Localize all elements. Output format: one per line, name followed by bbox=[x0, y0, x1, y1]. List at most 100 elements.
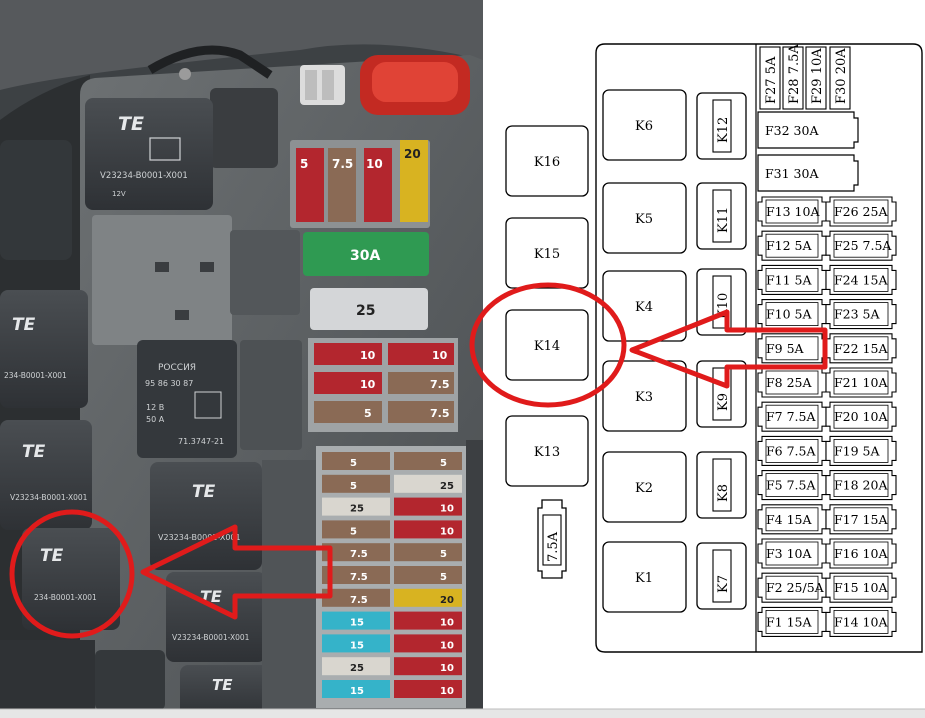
svg-text:15: 15 bbox=[350, 640, 364, 651]
photo-fuse: 25 bbox=[322, 657, 390, 676]
svg-text:V23234-B0001-X001: V23234-B0001-X001 bbox=[10, 493, 88, 502]
svg-text:V23234-B0001-X001: V23234-B0001-X001 bbox=[158, 533, 241, 542]
svg-text:5: 5 bbox=[440, 458, 447, 469]
fuse-f6: F6 7.5A bbox=[757, 435, 827, 466]
svg-text:7.5: 7.5 bbox=[332, 157, 353, 171]
arrow-annotation-photo bbox=[140, 524, 333, 620]
fuse-f7: F7 7.5A bbox=[757, 401, 827, 432]
svg-text:10: 10 bbox=[440, 504, 454, 515]
fuse-f20: F20 10A bbox=[825, 401, 897, 432]
fuse-label: F20 10A bbox=[834, 409, 888, 424]
fuse-f11: F11 5A bbox=[757, 264, 827, 295]
svg-text:5: 5 bbox=[300, 157, 308, 171]
relay-label: K6 bbox=[635, 119, 653, 134]
fuse-f4: F4 15A bbox=[757, 504, 827, 535]
svg-text:5: 5 bbox=[364, 407, 372, 420]
top-fuse-panel: 5 7.5 10 20 bbox=[290, 140, 430, 228]
bottom-fuse-panel: 552557.57.57.515152515525101055201010101… bbox=[316, 446, 468, 708]
relay-logo-text: TE bbox=[118, 113, 144, 135]
photo-fuse: 25 bbox=[394, 474, 462, 493]
photo-fuse: 15 bbox=[322, 680, 390, 698]
circle-annotation-photo bbox=[9, 509, 135, 639]
relay-k15: K15 bbox=[505, 217, 589, 289]
relay-k4: K4 bbox=[602, 270, 687, 342]
fuse-f19: F19 5A bbox=[825, 435, 897, 466]
fuse-label: F18 20A bbox=[834, 478, 888, 493]
fuse-label: F13 10A bbox=[766, 204, 820, 219]
svg-text:95 86 30 87: 95 86 30 87 bbox=[145, 379, 193, 388]
fuse-label: F28 7.5A bbox=[787, 44, 802, 104]
svg-text:234-B0001-X001: 234-B0001-X001 bbox=[4, 371, 67, 380]
fuse-f1: F1 15A bbox=[757, 606, 827, 637]
relay-label: K4 bbox=[635, 300, 653, 315]
relay-k5: K5 bbox=[602, 182, 687, 254]
relay-russia: РОССИЯ 95 86 30 87 12 В 50 A 71.3747-21 bbox=[137, 340, 237, 458]
relay-te-center-1: TE V23234-B0001-X001 bbox=[150, 462, 262, 570]
photo-fuse: 5 bbox=[322, 520, 390, 539]
fuse-label: F15 10A bbox=[834, 580, 888, 595]
fuse-f3: F3 10A bbox=[757, 538, 827, 569]
relay-te-left-3: TE V23234-B0001-X001 bbox=[0, 420, 92, 530]
fuse-f26: F26 25A bbox=[825, 196, 897, 227]
fuse-f31: F31 30A bbox=[757, 154, 859, 192]
svg-text:5: 5 bbox=[350, 481, 357, 492]
fuse-label: F30 20A bbox=[834, 48, 849, 104]
svg-text:7.5: 7.5 bbox=[350, 549, 368, 560]
fuse-f24: F24 15A bbox=[825, 264, 897, 295]
svg-text:10: 10 bbox=[360, 349, 376, 362]
svg-text:25: 25 bbox=[350, 504, 364, 515]
fuse-label: F12 5A bbox=[766, 238, 813, 253]
photo-fuse: 5 bbox=[322, 474, 390, 493]
svg-text:25: 25 bbox=[440, 481, 454, 492]
svg-text:V23234-B0001-X001: V23234-B0001-X001 bbox=[172, 633, 250, 642]
fuse-label: F10 5A bbox=[766, 307, 813, 322]
fuse-label: F24 15A bbox=[834, 272, 888, 287]
svg-text:5: 5 bbox=[350, 458, 357, 469]
relay-te-center-3: TE bbox=[180, 665, 275, 718]
relay-label: K11 bbox=[716, 207, 731, 233]
fuse-f27: F27 5A bbox=[759, 46, 781, 110]
small-fuse-7-5a: 7.5A bbox=[537, 499, 567, 579]
svg-text:15: 15 bbox=[350, 686, 364, 697]
relay-label: K12 bbox=[716, 117, 731, 143]
svg-text:10: 10 bbox=[432, 349, 448, 362]
photo-fuse: 5 bbox=[394, 543, 462, 562]
relay-label: K14 bbox=[534, 339, 560, 354]
photo-fuse: 10 bbox=[394, 497, 462, 516]
svg-text:TE: TE bbox=[22, 442, 46, 462]
relay-k1: K1 bbox=[602, 541, 687, 613]
photo-fuse: 7.5 bbox=[322, 543, 390, 562]
svg-text:V23234-B0001-X001: V23234-B0001-X001 bbox=[100, 171, 188, 181]
fuse-label: F23 5A bbox=[834, 307, 881, 322]
fuse-label: F6 7.5A bbox=[766, 443, 816, 458]
svg-text:10: 10 bbox=[440, 640, 454, 651]
svg-text:10: 10 bbox=[440, 526, 454, 537]
svg-text:5: 5 bbox=[440, 572, 447, 583]
fuse-label: F21 10A bbox=[834, 375, 888, 390]
relay-k2: K2 bbox=[602, 451, 687, 523]
fuse-f13: F13 10A bbox=[757, 196, 827, 227]
svg-text:71.3747-21: 71.3747-21 bbox=[178, 437, 224, 446]
maxi-fuse-green: 30A bbox=[303, 232, 429, 276]
fuse-f17: F17 15A bbox=[825, 504, 897, 535]
svg-text:10: 10 bbox=[440, 686, 454, 697]
relay-te-left-1 bbox=[0, 140, 72, 260]
svg-text:30A: 30A bbox=[350, 248, 380, 264]
relay-k8: K8 bbox=[696, 451, 747, 519]
svg-text:234-B0001-X001: 234-B0001-X001 bbox=[34, 593, 97, 602]
svg-text:20: 20 bbox=[404, 147, 421, 161]
fuse-label: F7 7.5A bbox=[766, 409, 816, 424]
svg-text:25: 25 bbox=[356, 303, 375, 319]
relay-label: K1 bbox=[635, 571, 653, 586]
photo-fuse: 10 bbox=[394, 657, 462, 676]
relay-label: K3 bbox=[635, 390, 653, 405]
relay-label: K5 bbox=[635, 212, 653, 227]
relay-te-left-2: TE 234-B0001-X001 bbox=[0, 290, 88, 408]
circle-annotation-diagram bbox=[469, 282, 627, 408]
fuse-label: F19 5A bbox=[834, 443, 881, 458]
svg-text:7.5: 7.5 bbox=[350, 572, 368, 583]
fuse-f32: F32 30A bbox=[757, 111, 859, 149]
relay-te-circled: TE 234-B0001-X001 bbox=[22, 528, 120, 630]
relay-label: K2 bbox=[635, 481, 653, 496]
